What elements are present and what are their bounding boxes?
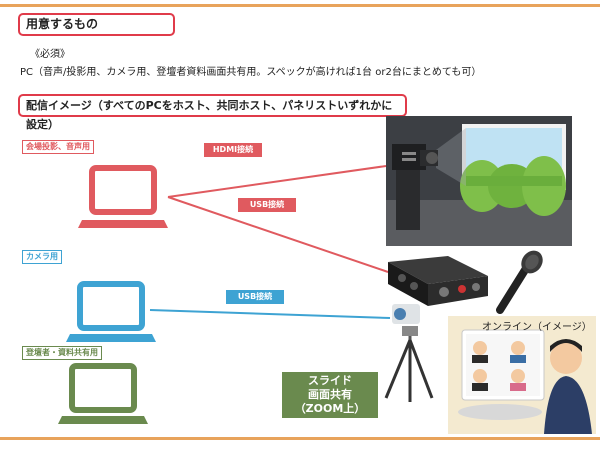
- online-meeting-image: [448, 316, 596, 434]
- laptop-venue-icon: [78, 165, 168, 228]
- pc-label-venue: 会場投影、音声用: [22, 140, 94, 154]
- laptop-camera-icon: [66, 281, 156, 342]
- slide-share-line2: 画面共有: [308, 388, 352, 401]
- usb-audio-connection-label: USB接続: [238, 198, 296, 212]
- required-text: PC（音声/投影用、カメラ用、登壇者資料画面共有用。スペックが高ければ1台 or…: [20, 67, 482, 78]
- microphone-image: [496, 250, 543, 314]
- slide-share-box: スライド 画面共有 （ZOOM上）: [282, 372, 378, 418]
- projector-room-image: [386, 116, 572, 246]
- slide-share-line1: スライド: [308, 374, 352, 387]
- hdmi-connection-label: HDMI接続: [204, 143, 262, 157]
- section-title-streaming: 配信イメージ（すべてのPCをホスト、共同ホスト、パネリストいずれかに設定）: [18, 94, 407, 131]
- audio-interface-image: [388, 256, 488, 306]
- usb-camera-line: [149, 309, 391, 319]
- usb-camera-connection-label: USB接続: [226, 290, 284, 304]
- top-accent-bar: [0, 4, 600, 7]
- online-label: オンライン（イメージ）: [482, 322, 592, 333]
- slide-share-line3: （ZOOM上）: [294, 402, 366, 415]
- required-label: 《必須》: [30, 49, 70, 60]
- pc-label-speaker: 登壇者・資料共有用: [22, 346, 102, 360]
- pc-label-camera: カメラ用: [22, 250, 62, 264]
- laptop-speaker-icon: [58, 363, 148, 424]
- hdmi-line: [167, 165, 387, 198]
- usb-audio-line: [167, 196, 389, 273]
- bottom-accent-bar: [0, 437, 600, 440]
- camera-tripod-image: [384, 304, 434, 402]
- section-title-preparation: 用意するもの: [18, 13, 175, 36]
